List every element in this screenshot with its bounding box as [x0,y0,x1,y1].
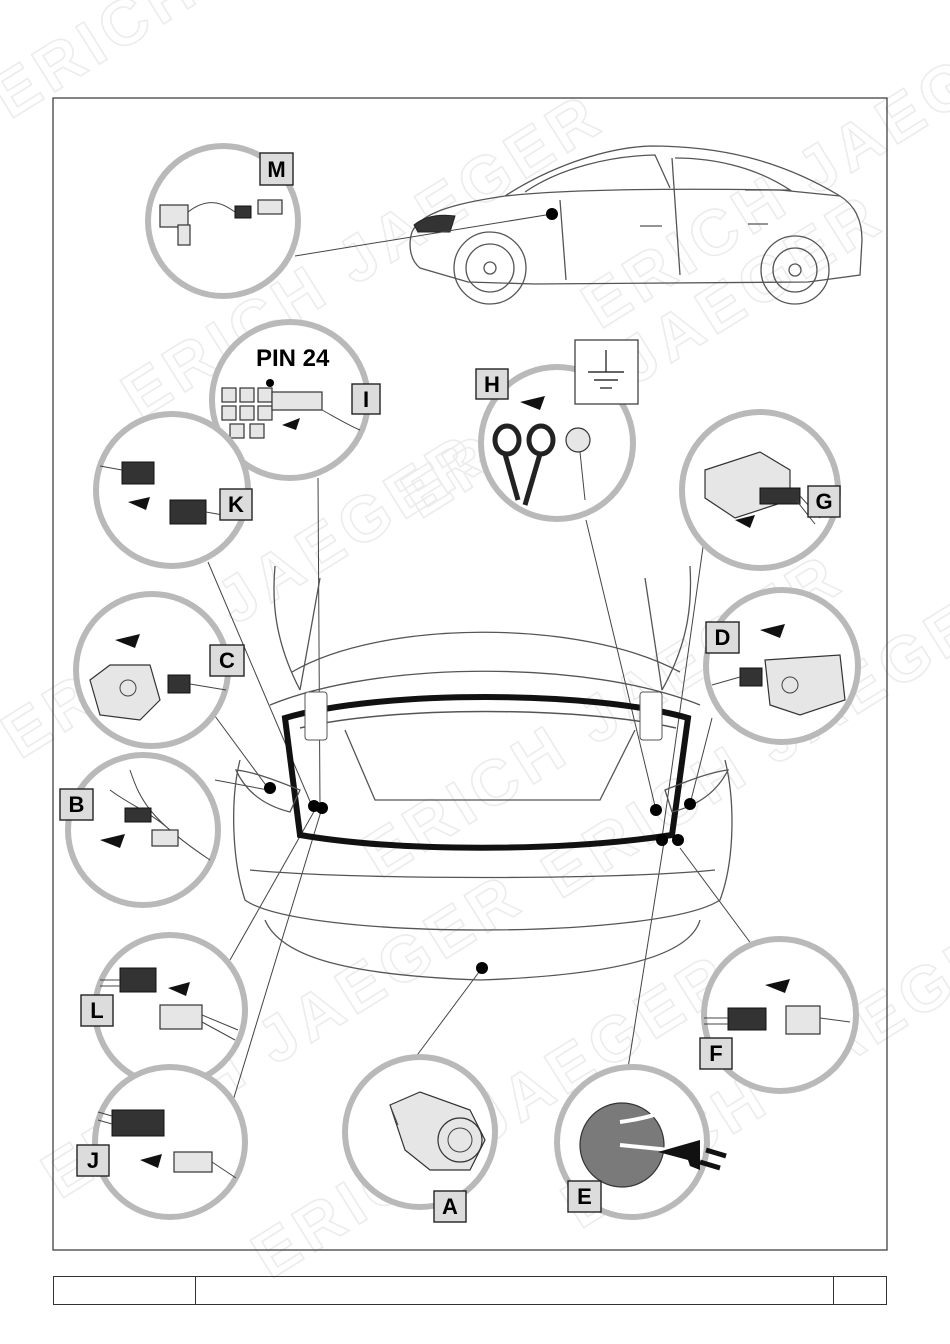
pin-label: PIN 24 [256,345,330,372]
callout-H: H [484,372,500,397]
footer-cell [54,1277,196,1304]
callout-F: F [709,1041,722,1066]
detail-lens-C [76,594,228,746]
callout-M: M [267,157,285,182]
ground-symbol-box [575,340,638,404]
callout-K: K [228,492,244,517]
watermark: ERICH JAEGER [0,0,486,132]
detail-lens-B [68,755,218,905]
callout-D: D [715,625,731,650]
callout-J: J [87,1148,99,1173]
callout-B: B [69,792,85,817]
footer-cell [196,1277,834,1304]
detail-lens-J [95,1067,245,1217]
detail-lens-L [95,935,245,1085]
callout-L: L [90,998,103,1023]
callout-G: G [815,489,832,514]
detail-lens-A [345,1057,495,1207]
callout-C: C [219,648,235,673]
callout-I: I [363,387,369,412]
callout-E: E [577,1184,592,1209]
callout-A: A [442,1194,458,1219]
footer-cell [834,1277,886,1304]
detail-lens-D [706,590,858,742]
footer-table [53,1276,887,1305]
